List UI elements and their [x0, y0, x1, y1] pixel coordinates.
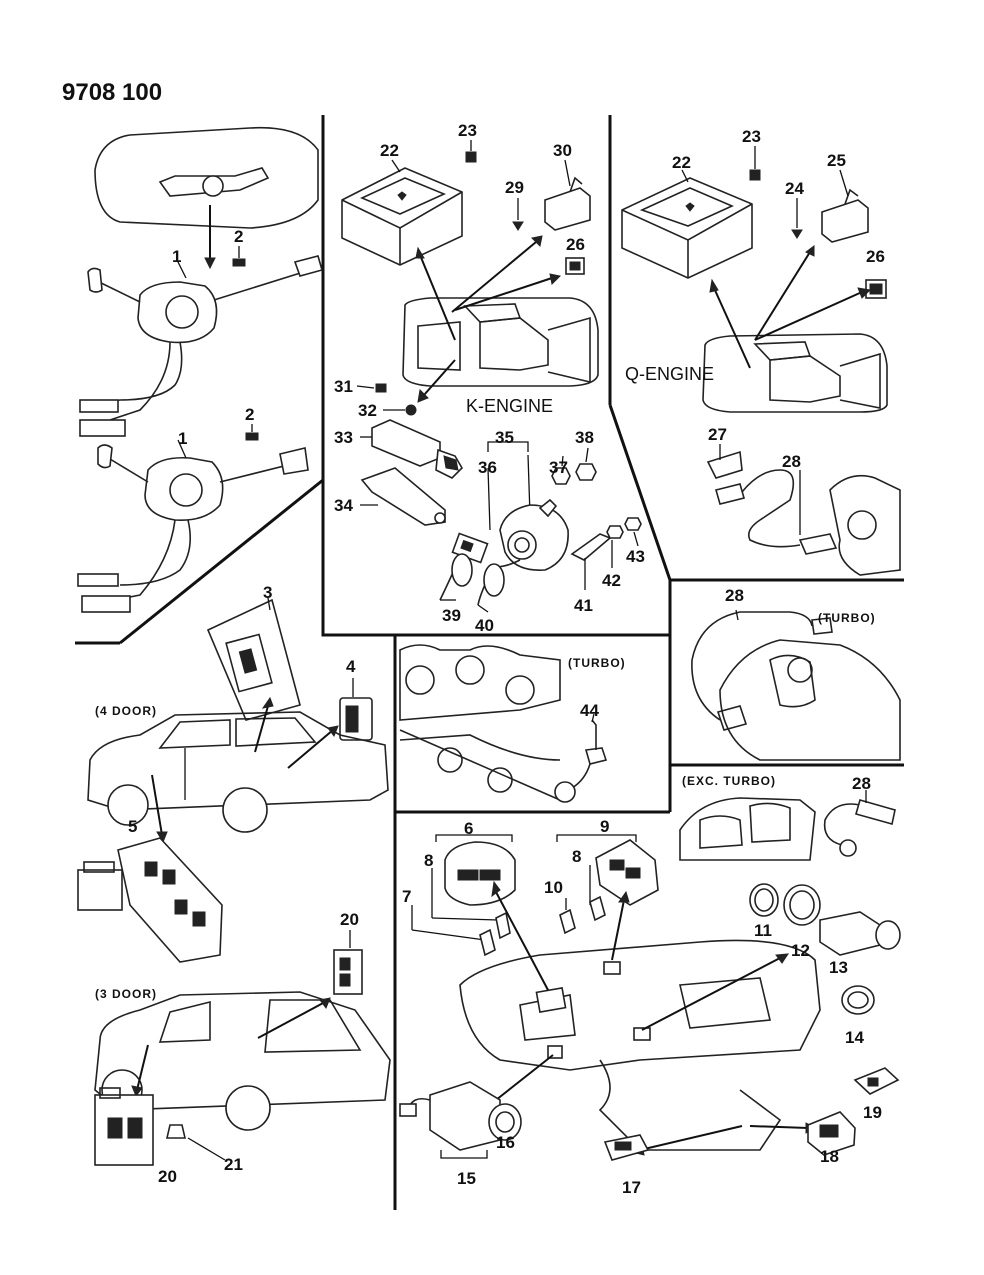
- callout-38: 38: [575, 428, 594, 447]
- callout-40: 40: [475, 616, 494, 635]
- callout-25: 25: [827, 151, 846, 170]
- callout-14: 14: [845, 1028, 864, 1047]
- callout-24: 24: [785, 179, 804, 198]
- callout-37: 37: [549, 458, 568, 477]
- callout-29: 29: [505, 178, 524, 197]
- callout-5: 5: [128, 817, 137, 836]
- label-4-door: (4 DOOR): [95, 704, 157, 718]
- callout-26: 26: [866, 247, 885, 266]
- exc-turbo-sensor-illustration: [679, 790, 896, 861]
- callout-11: 11: [754, 921, 772, 940]
- callout-16: 16: [496, 1133, 515, 1152]
- callout-34: 34: [334, 496, 353, 515]
- callout-1: 1: [178, 429, 187, 448]
- combination-switch-illustration: [77, 126, 323, 613]
- callout-44: 44: [580, 701, 599, 720]
- callout-28: 28: [725, 586, 744, 605]
- callout-19: 19: [863, 1103, 882, 1122]
- k-engine-illustration: [341, 140, 642, 613]
- callout-18: 18: [820, 1147, 839, 1166]
- callout-9: 9: [600, 817, 609, 836]
- label-k-engine: K-ENGINE: [466, 396, 553, 416]
- label-q-engine: Q-ENGINE: [625, 364, 714, 384]
- label-3-door: (3 DOOR): [95, 987, 157, 1001]
- callout-22: 22: [672, 153, 691, 172]
- part-number: 9708 100: [62, 79, 162, 106]
- callout-27: 27: [708, 425, 727, 444]
- window-switch-illustration: [77, 597, 391, 1166]
- callout-8: 8: [572, 847, 581, 866]
- turbo-sensor-illustration: [691, 609, 901, 761]
- callout-28: 28: [852, 774, 871, 793]
- callout-4: 4: [346, 657, 356, 676]
- callout-41: 41: [574, 596, 593, 615]
- callout-33: 33: [334, 428, 353, 447]
- callout-39: 39: [442, 606, 461, 625]
- turbo-44-illustration: [399, 644, 608, 803]
- callout-32: 32: [358, 401, 377, 420]
- callout-31: 31: [334, 377, 353, 396]
- callout-10: 10: [544, 878, 563, 897]
- callout-28: 28: [782, 452, 801, 471]
- dashboard-illustration: [399, 834, 901, 1161]
- callout-35: 35: [495, 428, 514, 447]
- callout-2: 2: [245, 405, 254, 424]
- callout-1: 1: [172, 247, 181, 266]
- callout-8: 8: [424, 851, 433, 870]
- callout-30: 30: [553, 141, 572, 160]
- callout-17: 17: [622, 1178, 641, 1197]
- label-turbo: (TURBO): [568, 656, 626, 670]
- callout-36: 36: [478, 458, 497, 477]
- label-exc-turbo: (EXC. TURBO): [682, 774, 776, 788]
- callout-7: 7: [402, 887, 411, 906]
- callout-6: 6: [464, 819, 473, 838]
- callout-22: 22: [380, 141, 399, 160]
- callout-26: 26: [566, 235, 585, 254]
- callout-23: 23: [458, 121, 477, 140]
- callout-21: 21: [224, 1155, 243, 1174]
- callout-42: 42: [602, 571, 621, 590]
- callout-20: 20: [158, 1167, 177, 1186]
- callout-20: 20: [340, 910, 359, 929]
- section-dividers: [75, 115, 904, 1210]
- callout-23: 23: [742, 127, 761, 146]
- callout-12: 12: [791, 941, 810, 960]
- callout-3: 3: [263, 583, 272, 602]
- label-turbo: (TURBO): [818, 611, 876, 625]
- q-engine-illustration: [621, 146, 901, 576]
- callout-2: 2: [234, 227, 243, 246]
- callout-15: 15: [457, 1169, 476, 1188]
- callout-43: 43: [626, 547, 645, 566]
- callout-13: 13: [829, 958, 848, 977]
